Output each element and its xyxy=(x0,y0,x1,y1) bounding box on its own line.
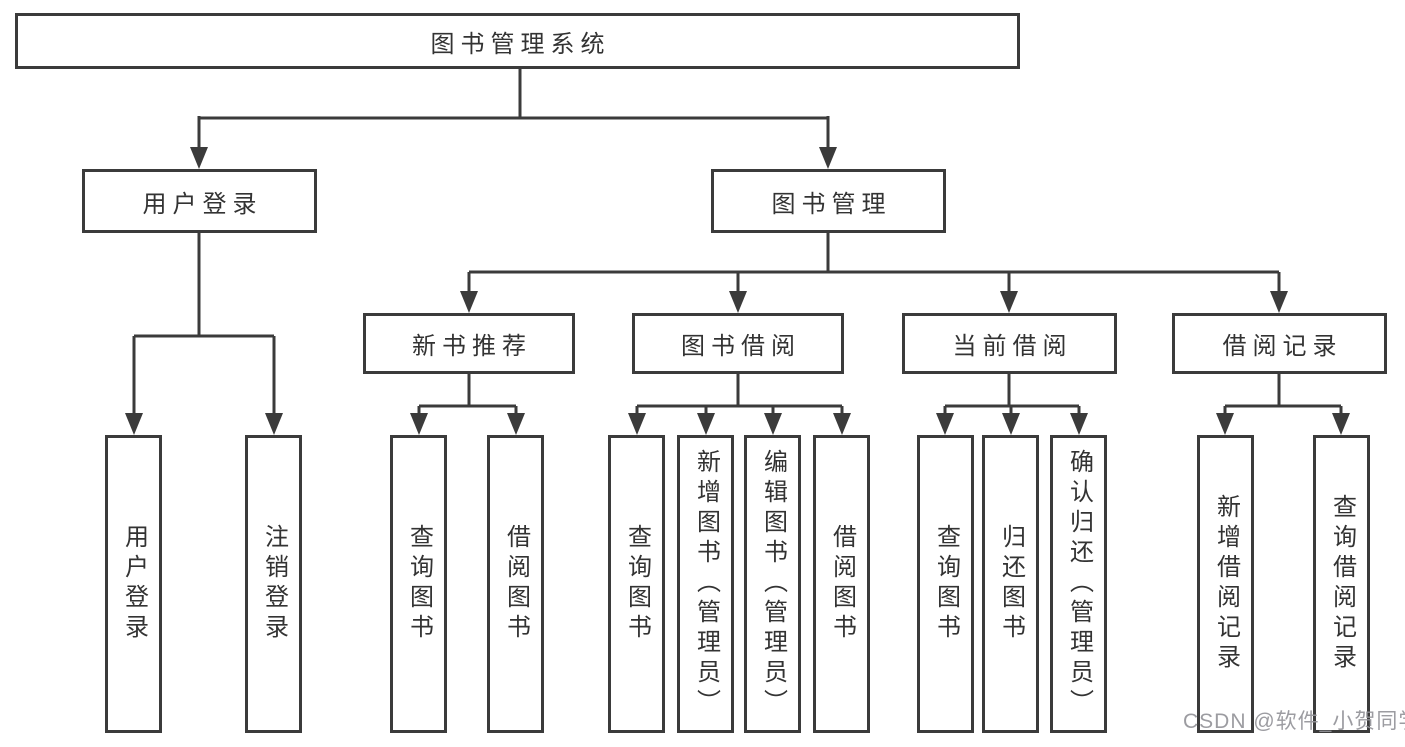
node-book-borrow: 图书借阅 xyxy=(632,313,844,374)
node-root-system: 图书管理系统 xyxy=(15,13,1020,69)
leaf-confirm-return-admin: 确认归还（管理员） xyxy=(1050,435,1107,733)
node-new-book-recommend: 新书推荐 xyxy=(363,313,575,374)
node-user-login: 用户登录 xyxy=(82,169,317,233)
leaf-recommend-borrow-book: 借阅图书 xyxy=(487,435,544,733)
leaf-current-query-book: 查询图书 xyxy=(917,435,974,733)
node-label: 图书借阅 xyxy=(681,333,801,360)
node-label: 新增图书（管理员） xyxy=(692,449,720,719)
arrowheads xyxy=(125,147,1350,435)
arrowhead xyxy=(460,291,478,313)
leaf-add-borrow-record: 新增借阅记录 xyxy=(1197,435,1254,733)
leaf-logout: 注销登录 xyxy=(245,435,302,733)
arrowhead xyxy=(1002,413,1020,435)
leaf-edit-book-admin: 编辑图书（管理员） xyxy=(744,435,801,733)
leaf-add-book-admin: 新增图书（管理员） xyxy=(677,435,734,733)
leaf-borrow-query-book: 查询图书 xyxy=(608,435,665,733)
node-label: 用户登录 xyxy=(120,524,148,644)
connector-currentborrow-split xyxy=(943,372,1081,417)
connector-userlogin-split xyxy=(132,232,276,417)
node-label: 确认归还（管理员） xyxy=(1065,449,1093,719)
arrowhead xyxy=(1270,291,1288,313)
node-label: 图书管理 xyxy=(771,190,892,218)
arrowhead xyxy=(819,147,837,169)
arrowhead xyxy=(507,413,525,435)
arrowhead xyxy=(410,413,428,435)
arrowhead xyxy=(936,413,954,435)
node-label: 图书管理系统 xyxy=(430,30,611,58)
node-label: 借阅记录 xyxy=(1222,333,1343,360)
arrowhead xyxy=(1070,413,1088,435)
leaf-query-borrow-record: 查询借阅记录 xyxy=(1313,435,1370,733)
connector-bookborrow-split xyxy=(635,372,844,417)
arrowhead xyxy=(628,413,646,435)
leaf-borrow-book: 借阅图书 xyxy=(813,435,870,733)
leaf-recommend-query-book: 查询图书 xyxy=(390,435,447,733)
leaf-user-login: 用户登录 xyxy=(105,435,162,733)
node-label: 查询借阅记录 xyxy=(1328,494,1356,674)
connector-newbook-split xyxy=(417,372,518,417)
arrowhead xyxy=(1216,413,1234,435)
connector-root-to-level1 xyxy=(197,69,830,150)
arrowhead xyxy=(764,413,782,435)
node-current-borrow: 当前借阅 xyxy=(902,313,1117,374)
node-label: 新增借阅记录 xyxy=(1212,494,1240,674)
arrowhead xyxy=(697,413,715,435)
node-label: 当前借阅 xyxy=(952,333,1073,360)
node-label: 借阅图书 xyxy=(502,524,530,644)
arrowhead xyxy=(729,291,747,313)
connector-borrowrecords-split xyxy=(1223,372,1343,417)
connector-bookmgmt-to-level2 xyxy=(467,232,1281,295)
arrowhead xyxy=(1000,291,1018,313)
arrowhead xyxy=(1332,413,1350,435)
node-label: 查询图书 xyxy=(932,524,960,644)
arrowhead xyxy=(125,413,143,435)
csdn-watermark: CSDN @软件_小贺同学 xyxy=(1183,710,1405,733)
node-label: 用户登录 xyxy=(142,190,263,218)
node-label: 新书推荐 xyxy=(412,333,532,360)
arrowhead xyxy=(190,147,208,169)
node-label: 注销登录 xyxy=(260,524,288,644)
node-borrow-records: 借阅记录 xyxy=(1172,313,1387,374)
node-book-management: 图书管理 xyxy=(711,169,946,233)
node-label: 归还图书 xyxy=(997,524,1025,644)
node-label: 查询图书 xyxy=(405,524,433,644)
arrowhead xyxy=(833,413,851,435)
node-label: 借阅图书 xyxy=(828,524,856,644)
node-label: 编辑图书（管理员） xyxy=(759,449,787,719)
node-label: 查询图书 xyxy=(623,524,651,644)
leaf-return-book: 归还图书 xyxy=(982,435,1039,733)
arrowhead xyxy=(265,413,283,435)
